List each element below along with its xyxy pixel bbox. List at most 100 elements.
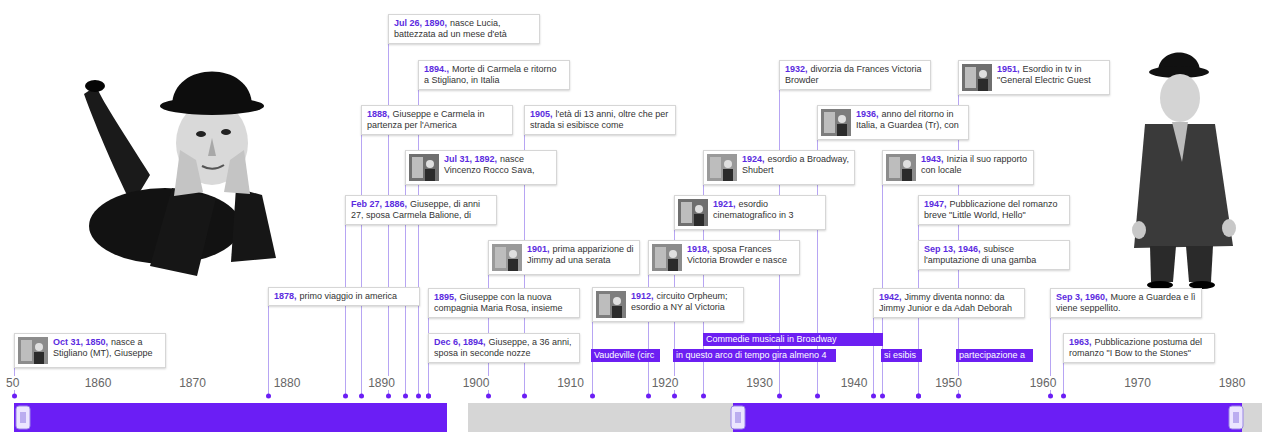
event-dot — [646, 394, 651, 399]
event-dot — [522, 394, 527, 399]
event-date: 1963, — [1069, 337, 1092, 347]
era-label: si esibis — [884, 350, 916, 360]
nav-handle — [731, 406, 745, 429]
hand — [1222, 219, 1236, 237]
text-wrap: 1963,Pubblicazione postuma del romanzo "… — [1069, 337, 1209, 359]
text-wrap: 1951,Esordio in tv in "General Electric … — [997, 64, 1104, 86]
event-card: Dec 6, 1894,Giuseppe, a 36 anni, sposa i… — [428, 333, 580, 363]
event-date: Dec 6, 1894, — [434, 337, 486, 347]
event-date: 1878, — [274, 291, 297, 301]
event-dot — [266, 394, 271, 399]
era-label: partecipazione a — [959, 350, 1025, 360]
event-date: 1951, — [997, 64, 1020, 74]
era-band: Commedie musicali in Broadway — [703, 333, 883, 346]
shoe — [85, 80, 105, 92]
text-wrap: 1924,esordio a Broadway, Shubert — [742, 154, 849, 176]
event-date: 1918, — [687, 244, 710, 254]
event-dot — [815, 394, 820, 399]
nav-range — [14, 403, 447, 432]
event-date: Feb 27, 1886, — [351, 199, 407, 209]
axis-year: 1900 — [462, 376, 491, 390]
event-date: 1943, — [921, 154, 944, 164]
arm — [231, 188, 276, 262]
event-card: Jul 31, 1892,nasce Vincenzo Rocco Sava, — [405, 150, 557, 185]
text-wrap: Dec 6, 1894,Giuseppe, a 36 anni, sposa i… — [434, 337, 574, 359]
event-dot — [956, 394, 961, 399]
event-date: Jul 26, 1890, — [394, 18, 447, 28]
event-dot — [701, 394, 706, 399]
hand — [1132, 221, 1146, 239]
event-dot — [343, 394, 348, 399]
event-date: Jul 31, 1892, — [444, 154, 497, 164]
event-date: 1921, — [713, 199, 736, 209]
event-card: 1963,Pubblicazione postuma del romanzo "… — [1063, 333, 1215, 363]
text-wrap: si esibis — [884, 349, 916, 362]
text-wrap: 1918,sposa Frances Victoria Browder e na… — [687, 244, 794, 266]
event-dot — [1048, 394, 1053, 399]
nav-track — [468, 403, 1262, 432]
axis-year: 1940 — [840, 376, 869, 390]
text-wrap: Feb 27, 1886,Giuseppe, di anni 27, sposa… — [351, 199, 491, 221]
comedian-figure-left — [84, 72, 276, 277]
event-dot — [880, 394, 885, 399]
event-card: 1905,l'età di 13 anni, oltre che per str… — [524, 105, 676, 135]
era-band: partecipazione a — [956, 349, 1033, 362]
leg — [1150, 246, 1176, 282]
event-dot — [426, 394, 431, 399]
text-wrap: 1932,divorzia da Frances Victoria Browde… — [785, 64, 925, 86]
event-dot — [403, 394, 408, 399]
text-wrap: Oct 31, 1850,nasce a Stigliano (MT), Giu… — [53, 337, 160, 359]
era-band: Vaudeville (circ — [591, 349, 660, 362]
axis-year: 1970 — [1123, 376, 1152, 390]
axis-year: 1980 — [1218, 376, 1247, 390]
axis-year: 1920 — [651, 376, 680, 390]
event-date: Oct 31, 1850, — [53, 337, 108, 347]
event-card: 1932,divorzia da Frances Victoria Browde… — [779, 60, 931, 90]
nav-range — [733, 403, 1242, 432]
event-dot — [359, 394, 364, 399]
event-card: 1942,Jimmy diventa nonno: da Jimmy Junio… — [873, 288, 1025, 318]
event-date: 1888, — [367, 109, 390, 119]
text-wrap: Vaudeville (circ — [594, 349, 654, 362]
text-wrap: Jul 31, 1892,nasce Vincenzo Rocco Sava, — [444, 154, 551, 176]
event-date: 1895, — [434, 292, 457, 302]
era-band: si esibis — [881, 349, 922, 362]
text-wrap: Sep 3, 1960,Muore a Guardea e lì viene s… — [1056, 292, 1196, 314]
era-label: Vaudeville (circ — [594, 350, 654, 360]
arm — [150, 188, 216, 276]
text-wrap: Sep 13, 1946,subisce l'amputazione di un… — [924, 244, 1064, 266]
event-date: 1947, — [924, 199, 947, 209]
comedian-figure-right — [1132, 53, 1236, 290]
event-card: Sep 13, 1946,subisce l'amputazione di un… — [918, 240, 1070, 270]
axis-year: 1890 — [367, 376, 396, 390]
legs — [84, 86, 150, 205]
axis-year: 1960 — [1029, 376, 1058, 390]
event-dot — [426, 394, 431, 399]
nav-grip — [736, 412, 740, 423]
eye — [221, 129, 231, 135]
event-card: 1921,esordio cinematografico in 3 — [674, 195, 826, 230]
mouth — [202, 165, 224, 169]
event-card: 1947,Pubblicazione del romanzo breve "Li… — [918, 195, 1070, 225]
event-date: Sep 3, 1960, — [1056, 292, 1108, 302]
event-card: Feb 27, 1886,Giuseppe, di anni 27, sposa… — [345, 195, 497, 225]
text-wrap: 1921,esordio cinematografico in 3 — [713, 199, 820, 221]
event-dot — [12, 394, 17, 399]
event-card: 1912,circuito Orpheum; esordio a NY al V… — [592, 287, 744, 322]
event-text: primo viaggio in america — [300, 291, 398, 301]
face — [1160, 74, 1200, 122]
era-band: in questo arco di tempo gira almeno 4 — [673, 349, 836, 362]
navigation-bar — [14, 403, 1262, 432]
eye — [196, 131, 206, 137]
nav-grip — [1234, 412, 1238, 423]
event-dot — [590, 394, 595, 399]
axis-year: 1880 — [273, 376, 302, 390]
event-date: 1905, — [530, 109, 553, 119]
event-date: 1912, — [631, 291, 654, 301]
text-wrap: 1942,Jimmy diventa nonno: da Jimmy Junio… — [879, 292, 1019, 314]
nav-grip — [21, 412, 25, 423]
hand — [174, 150, 203, 196]
leader-line — [361, 107, 362, 396]
hat-crown — [172, 72, 252, 107]
axis-year: 50 — [5, 376, 20, 390]
